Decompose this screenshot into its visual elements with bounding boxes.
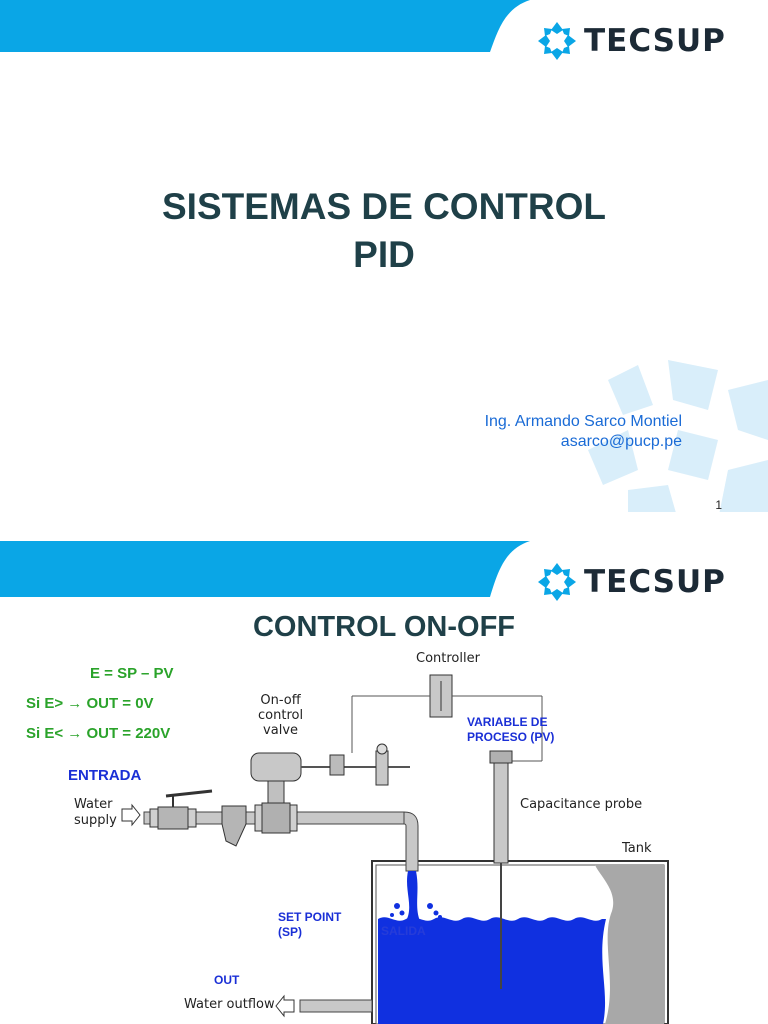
slide-title-text: CONTROL ON-OFF (252, 611, 516, 643)
controller (351, 674, 543, 762)
page-number: 1 (715, 498, 722, 512)
tecsup-logo: TECSUP (536, 20, 726, 62)
outflow-arrow-icon (275, 994, 295, 1018)
logo-text: TECSUP (584, 564, 726, 600)
tecsup-logo: TECSUP (536, 561, 726, 603)
title-line-1: SISTEMAS DE CONTROL (161, 186, 607, 227)
set-point-label: SET POINT (SP) (278, 910, 342, 939)
water-splash (390, 903, 442, 919)
title-line-2: PID (353, 234, 415, 275)
rule-negative-error: Si E< → OUT = 220V (26, 725, 171, 742)
header-band (0, 0, 530, 52)
valve-label: On-off control valve (258, 693, 304, 738)
author-name: Ing. Armando Sarco Montiel (484, 413, 682, 430)
inflow-arrow-icon (121, 803, 141, 827)
on-off-diagram (121, 674, 669, 1024)
logo-text: TECSUP (584, 23, 726, 59)
out-label: OUT (214, 973, 240, 987)
rule-positive-error: Si E> → OUT = 0V (26, 695, 154, 712)
author-email[interactable]: asarco@pucp.pe (560, 433, 682, 450)
error-equation: E = SP – PV (90, 665, 174, 682)
control-valve (250, 743, 410, 834)
hand-valve (149, 789, 213, 830)
slide-control-on-off: TECSUP CONTROL ON-OFF E = SP – PV Si E> … (0, 541, 768, 1024)
tecsup-logo-icon (538, 22, 576, 60)
entrada-label: ENTRADA (68, 767, 142, 784)
tank-label: Tank (622, 841, 652, 856)
water-stream (406, 871, 420, 921)
tank (371, 860, 669, 1024)
capacitance-probe (489, 750, 513, 989)
watermark-graphic (588, 360, 768, 512)
water-outflow-label: Water outflow (184, 997, 275, 1012)
salida-label: SALIDA (381, 924, 426, 938)
pv-label: VARIABLE DE PROCESO (PV) (467, 715, 555, 744)
capacitance-probe-label: Capacitance probe (520, 797, 643, 812)
author-block: Ing. Armando Sarco Montiel asarco@pucp.p… (485, 412, 682, 452)
outlet-pipe (299, 999, 373, 1013)
controller-label: Controller (416, 651, 480, 666)
slide-title: TECSUP SISTEMAS DE CONTROL PID Ing. Arma… (0, 0, 768, 512)
water-supply-label: Water supply (74, 797, 117, 828)
water-level (378, 917, 606, 1024)
tecsup-logo-icon (538, 563, 576, 601)
header-band (0, 541, 530, 597)
strainer (221, 805, 247, 847)
slide-title-text: SISTEMAS DE CONTROL PID (0, 183, 768, 279)
